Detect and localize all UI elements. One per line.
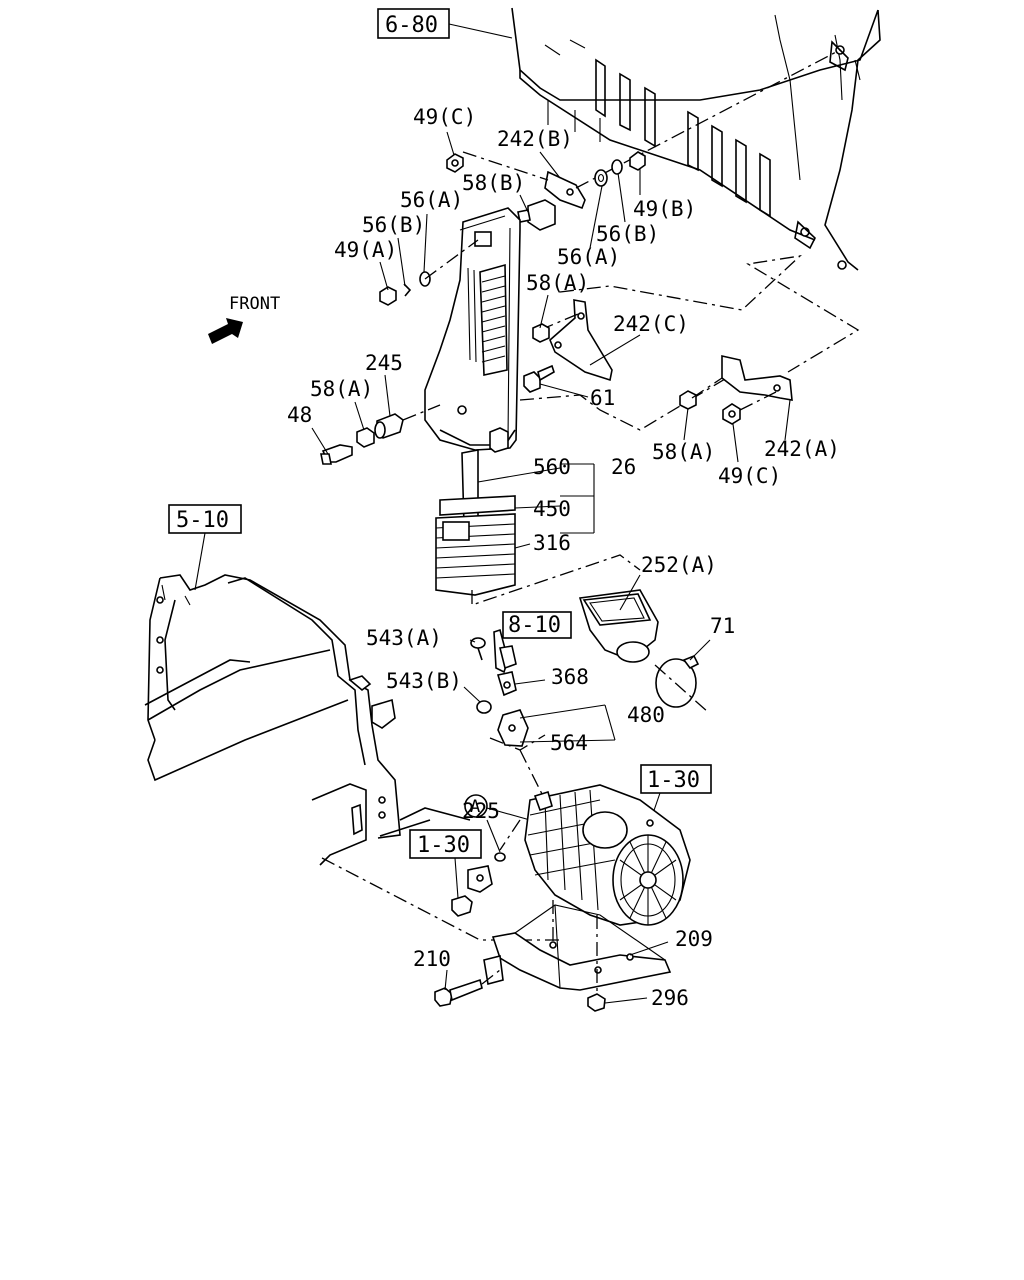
washer-56b-left	[403, 283, 412, 297]
label-58a-upper: 58(A)	[526, 271, 589, 295]
label-242b: 242(B)	[497, 127, 573, 151]
ref-8-10-text: 8-10	[508, 613, 561, 638]
intake-cover-252a	[578, 589, 659, 663]
mount-58b	[517, 199, 556, 231]
label-245: 245	[365, 351, 403, 375]
ref-box-1-30-left[interactable]: 1-30	[409, 829, 482, 859]
label-209: 209	[675, 927, 713, 951]
bolt-61	[523, 364, 555, 393]
label-49a: 49(A)	[334, 238, 397, 262]
label-49c-top: 49(C)	[413, 105, 476, 129]
ref-5-10-text: 5-10	[176, 508, 229, 533]
label-48: 48	[287, 403, 312, 427]
mount-58a-lower	[679, 390, 697, 410]
front-direction: FRONT	[208, 294, 280, 344]
label-296: 296	[651, 986, 689, 1010]
ref-1-30-left-text: 1-30	[417, 833, 470, 858]
clamp-71	[655, 654, 700, 708]
label-61: 61	[590, 386, 615, 410]
label-56a-right: 56(A)	[557, 245, 620, 269]
sleeve-245	[374, 413, 404, 439]
mount-58a-left	[356, 427, 375, 448]
label-56b-left: 56(B)	[362, 213, 425, 237]
label-56a-left: 56(A)	[400, 188, 463, 212]
label-210: 210	[413, 947, 451, 971]
label-71: 71	[710, 614, 735, 638]
bracket-242b	[544, 170, 586, 210]
front-label: FRONT	[229, 294, 280, 314]
nut-49b	[629, 151, 646, 171]
bracket-209	[483, 904, 672, 991]
label-252a: 252(A)	[641, 553, 717, 577]
ref-box-6-80[interactable]: 6-80	[377, 8, 450, 39]
label-560: 560	[533, 455, 571, 479]
label-368: 368	[551, 665, 589, 689]
label-58a-lower: 58(A)	[652, 440, 715, 464]
o-ring-225	[494, 852, 506, 862]
mount-58a-upper	[532, 323, 550, 343]
label-564: 564	[550, 731, 588, 755]
label-242a: 242(A)	[764, 437, 840, 461]
label-49c-lower: 49(C)	[718, 464, 781, 488]
label-543a: 543(A)	[366, 626, 442, 650]
label-49b: 49(B)	[633, 197, 696, 221]
washer-56b-right	[611, 159, 623, 175]
screw-543a	[470, 637, 486, 661]
intake-snorkel	[424, 207, 521, 453]
label-58b: 58(B)	[462, 171, 525, 195]
label-450: 450	[533, 497, 571, 521]
bracket-242c	[549, 299, 613, 382]
ref-box-5-10[interactable]: 5-10	[168, 504, 242, 534]
part-labels: 49(C) 242(B) 58(B) 56(A) 56(B) 49(A) 49(…	[287, 105, 840, 1010]
chassis-frame	[144, 574, 471, 866]
front-arrow-icon	[208, 318, 243, 344]
nut-49c-top	[446, 153, 464, 173]
ref-1-30-right-text: 1-30	[647, 768, 700, 793]
label-543b: 543(B)	[386, 669, 462, 693]
bracket-left	[467, 865, 493, 893]
label-225: 225	[462, 799, 500, 823]
washer-56a-right	[594, 169, 608, 187]
sensor-368	[496, 671, 517, 697]
ref-6-80-text: 6-80	[385, 13, 438, 38]
leader-lines	[311, 131, 791, 1004]
ref-box-1-30-right[interactable]: 1-30	[640, 764, 712, 794]
bracket-564	[497, 709, 529, 747]
ref-box-8-10[interactable]: 8-10	[502, 611, 572, 639]
screw-543b	[476, 700, 492, 714]
marker-a-text: A	[470, 797, 480, 817]
air-cleaner-housing	[524, 784, 691, 926]
connector	[493, 628, 517, 674]
nut-49a	[379, 286, 397, 306]
filter-element	[435, 449, 516, 596]
label-316: 316	[533, 531, 571, 555]
bolt-48	[320, 444, 353, 465]
nut-296	[587, 993, 606, 1012]
label-242c: 242(C)	[613, 312, 689, 336]
label-26: 26	[611, 455, 636, 479]
bolt-210	[434, 978, 483, 1007]
cab-back-panel	[511, 7, 881, 271]
label-58a-left: 58(A)	[310, 377, 373, 401]
nut-49c-lower	[722, 403, 741, 425]
bracket-242a	[721, 355, 793, 401]
label-480: 480	[627, 703, 665, 727]
label-56b-right: 56(B)	[596, 222, 659, 246]
bolt-left	[451, 895, 473, 917]
marker-a: A	[464, 794, 488, 818]
